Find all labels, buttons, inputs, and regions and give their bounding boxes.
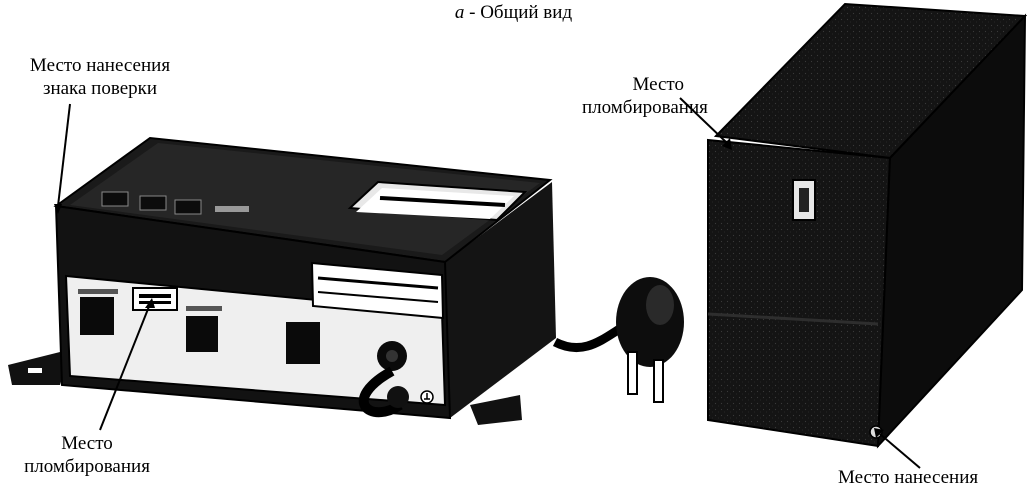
top-button — [174, 199, 202, 215]
box-side — [876, 13, 1027, 449]
leader-verification-box — [879, 433, 921, 469]
top-button — [101, 191, 129, 207]
cable-loop — [358, 366, 403, 418]
top-button — [139, 195, 167, 211]
socket-2 — [186, 316, 218, 352]
rating-plate — [310, 261, 445, 320]
detector-box — [707, 2, 1027, 449]
instrument-right-side — [445, 182, 556, 418]
label-line: Место нанесения — [838, 467, 979, 488]
socket-3 — [286, 322, 320, 364]
main-instrument — [8, 136, 556, 425]
leader-seal-front — [99, 303, 151, 431]
label-line: Место — [61, 433, 113, 454]
front-seal-sticker — [132, 287, 178, 311]
label-seal-front: Место пломбирования — [2, 432, 172, 478]
mounting-foot-right — [470, 395, 522, 425]
figure-caption: а - Общий вид — [0, 2, 1027, 24]
leader-lines — [54, 97, 921, 469]
caption-text: - Общий вид — [464, 2, 573, 23]
plug-pin — [627, 351, 638, 395]
label-line: Место нанесения — [29, 55, 171, 76]
label-verification-mark-top: Место нанесения знака поверки — [2, 54, 198, 100]
power-plug — [616, 277, 684, 367]
power-cord — [552, 277, 684, 403]
socket-1 — [80, 297, 114, 335]
label-line: знака поверки — [42, 78, 158, 99]
leader-seal-box — [679, 97, 727, 143]
plug-pin — [653, 359, 664, 403]
label-line: Место — [632, 74, 684, 95]
leader-verification-top — [57, 103, 71, 207]
label-verification-mark-box: Место нанесения — [838, 466, 1027, 489]
label-line: пломбирования — [582, 97, 708, 118]
label-line: пломбирования — [24, 456, 150, 477]
caption-letter: а — [454, 2, 465, 23]
label-seal-box: Место пломбирования — [582, 73, 708, 119]
